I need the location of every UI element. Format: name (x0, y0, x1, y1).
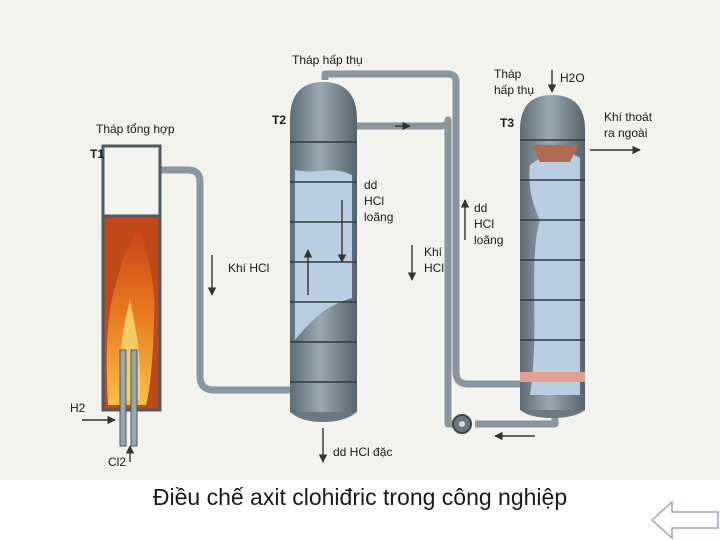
tower-t3-spray (532, 145, 578, 162)
label-dilute-t2-2: HCl (364, 194, 384, 208)
label-hcl-left: Khí HCl (228, 261, 269, 275)
pipe-t2-to-t3 (321, 70, 520, 388)
label-gas-out-1: Khí thoát (604, 110, 653, 124)
back-arrow-icon[interactable] (650, 500, 720, 540)
label-h2o: H2O (560, 71, 585, 85)
label-tower-t3-name-1: Tháp (494, 67, 522, 81)
label-dilute-t3-1: dd (474, 201, 487, 215)
caption-text: Điều chế axit clohiđric trong công nghiệ… (152, 484, 568, 510)
caption: Điều chế axit clohiđric trong công nghiệ… (0, 484, 720, 511)
label-h2: H2 (70, 401, 86, 415)
label-dilute-t3-2: HCl (474, 217, 494, 231)
label-cl2: Cl2 (108, 455, 126, 469)
label-tower-t2-code: T2 (272, 113, 286, 127)
tower-t3-bottom (520, 410, 585, 418)
tower-t3-dome (520, 95, 585, 130)
label-hcl-mid-2: HCl (424, 261, 444, 275)
label-gas-out-2: ra ngoài (604, 126, 647, 140)
tower-t2-liquid (295, 170, 352, 340)
tower-t3-outlet-band (520, 372, 585, 382)
pipe-t1-to-t2 (160, 166, 290, 394)
label-tower-t3-name-2: hấp thụ (494, 83, 534, 97)
label-conc-output: dd HCl đặc (333, 445, 392, 459)
label-tower-t3-code: T3 (500, 116, 514, 130)
label-tower-t1-code: T1 (90, 147, 104, 161)
label-dilute-t2-3: loãng (364, 210, 393, 224)
tower-t3-rings (520, 139, 585, 341)
tower-t3-liquid (529, 152, 580, 395)
label-dilute-t2-1: dd (364, 178, 377, 192)
tower-t3 (520, 95, 585, 418)
label-tower-t2-name: Tháp hấp thụ (292, 53, 363, 67)
label-tower-t1-name: Tháp tổng hợp (96, 122, 175, 136)
pipe-return-to-t2 (357, 116, 458, 428)
tower-t2-bottom (290, 412, 357, 422)
burner-tube-2 (130, 349, 138, 447)
flow-arrows (82, 70, 641, 463)
tower-t2-dome (290, 82, 357, 120)
hcl-production-diagram: Tháp hấp thụ Tháp hấp thụ H2O Khí thoát … (0, 0, 720, 480)
pump-hub (459, 421, 465, 427)
tower-t1 (101, 144, 162, 447)
pump (452, 414, 472, 434)
tower-t2 (290, 82, 357, 422)
burner-tube-1 (119, 349, 127, 447)
label-hcl-mid-1: Khí (424, 245, 443, 259)
tower-t1-top (101, 144, 162, 218)
label-dilute-t3-3: loãng (474, 233, 503, 247)
